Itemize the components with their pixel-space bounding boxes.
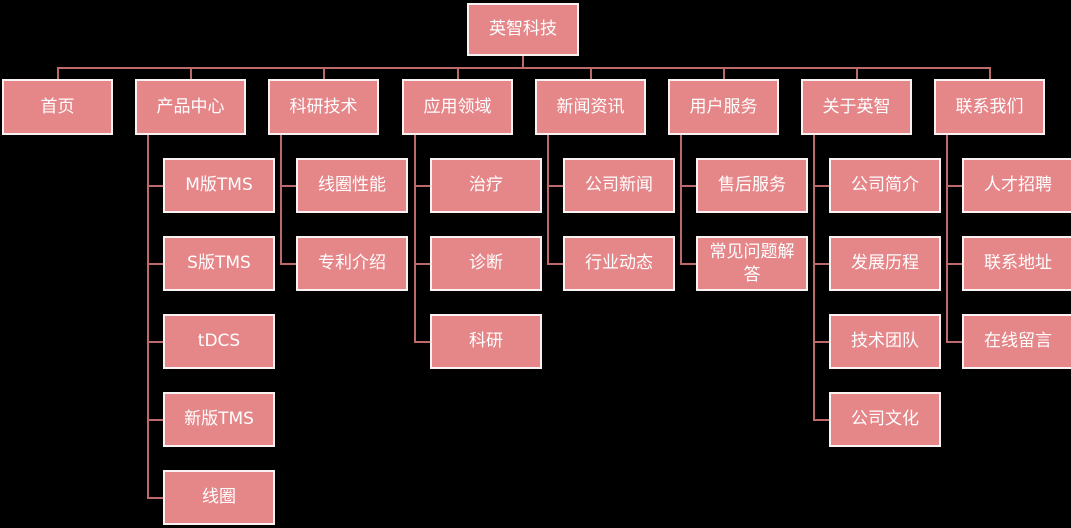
node-product-center[interactable]: 产品中心	[135, 79, 246, 135]
node-tech-team[interactable]: 技术团队	[829, 314, 941, 369]
node-talent-recruitment[interactable]: 人才招聘	[962, 158, 1071, 213]
node-root[interactable]: 英智科技	[467, 3, 579, 56]
node-user-service[interactable]: 用户服务	[668, 79, 779, 135]
node-company-culture[interactable]: 公司文化	[829, 392, 941, 447]
node-faq[interactable]: 常见问题解答	[696, 236, 808, 291]
connector-child-stub	[147, 419, 165, 421]
node-coil[interactable]: 线圈	[163, 470, 275, 525]
connector-drop	[147, 135, 149, 499]
node-contact-address[interactable]: 联系地址	[962, 236, 1071, 291]
connector-child-stub	[547, 263, 565, 265]
connector-child-stub	[680, 263, 698, 265]
connector-branch-stub	[57, 67, 59, 79]
node-tdcs[interactable]: tDCS	[163, 314, 275, 369]
connector-branch-stub	[323, 67, 325, 79]
node-application-fields[interactable]: 应用领域	[402, 79, 513, 135]
connector-bus	[57, 67, 991, 69]
connector-root-stub	[522, 56, 524, 67]
connector-child-stub	[414, 341, 432, 343]
node-patent-intro[interactable]: 专利介绍	[296, 236, 408, 291]
connector-child-stub	[813, 263, 831, 265]
connector-child-stub	[147, 263, 165, 265]
node-contact[interactable]: 联系我们	[934, 79, 1045, 135]
node-company-profile[interactable]: 公司简介	[829, 158, 941, 213]
connector-child-stub	[147, 497, 165, 499]
node-after-sales-service[interactable]: 售后服务	[696, 158, 808, 213]
connector-child-stub	[147, 341, 165, 343]
node-research[interactable]: 科研	[430, 314, 542, 369]
connector-drop	[680, 135, 682, 265]
node-development-history[interactable]: 发展历程	[829, 236, 941, 291]
node-diagnosis[interactable]: 诊断	[430, 236, 542, 291]
connector-branch-stub	[457, 67, 459, 79]
connector-child-stub	[280, 185, 298, 187]
connector-child-stub	[414, 185, 432, 187]
connector-drop	[547, 135, 549, 265]
connector-branch-stub	[989, 67, 991, 79]
connector-child-stub	[680, 185, 698, 187]
node-coil-performance[interactable]: 线圈性能	[296, 158, 408, 213]
node-company-news[interactable]: 公司新闻	[563, 158, 675, 213]
connector-branch-stub	[190, 67, 192, 79]
connector-child-stub	[813, 341, 831, 343]
connector-child-stub	[414, 263, 432, 265]
connector-drop	[414, 135, 416, 343]
node-research-tech[interactable]: 科研技术	[268, 79, 379, 135]
connector-child-stub	[813, 419, 831, 421]
connector-drop	[280, 135, 282, 265]
connector-branch-stub	[723, 67, 725, 79]
connector-child-stub	[946, 263, 964, 265]
node-about[interactable]: 关于英智	[801, 79, 912, 135]
node-new-tms[interactable]: 新版TMS	[163, 392, 275, 447]
node-online-message[interactable]: 在线留言	[962, 314, 1071, 369]
node-treatment[interactable]: 治疗	[430, 158, 542, 213]
node-s-tms[interactable]: S版TMS	[163, 236, 275, 291]
node-industry-trends[interactable]: 行业动态	[563, 236, 675, 291]
node-home[interactable]: 首页	[2, 79, 113, 135]
connector-drop	[813, 135, 815, 421]
connector-branch-stub	[856, 67, 858, 79]
connector-child-stub	[547, 185, 565, 187]
connector-child-stub	[280, 263, 298, 265]
connector-drop	[946, 135, 948, 343]
node-m-tms[interactable]: M版TMS	[163, 158, 275, 213]
connector-branch-stub	[590, 67, 592, 79]
connector-child-stub	[147, 185, 165, 187]
connector-child-stub	[946, 341, 964, 343]
node-news[interactable]: 新闻资讯	[535, 79, 646, 135]
connector-child-stub	[946, 185, 964, 187]
connector-child-stub	[813, 185, 831, 187]
